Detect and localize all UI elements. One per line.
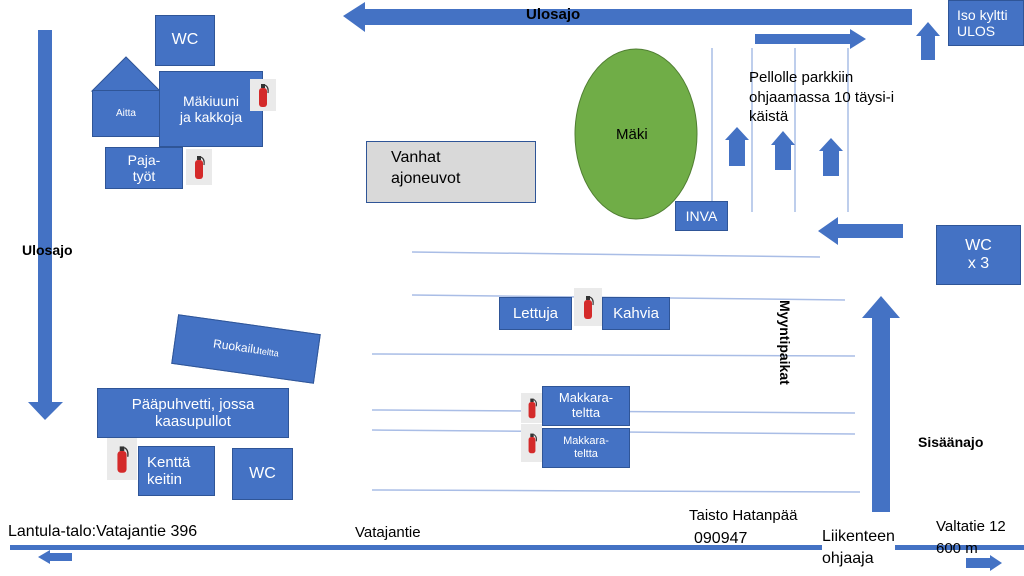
- fire-extinguisher-icon: [521, 424, 542, 462]
- pajatyot-box: Paja- työt: [105, 147, 183, 189]
- sisaanajo-arrow-icon: [862, 296, 900, 512]
- ulosajo-top-label: Ulosajo: [526, 6, 581, 23]
- myyntipaikat-label: Myyntipaikat: [776, 299, 793, 385]
- aitta-roof-shape: [90, 56, 162, 92]
- fire-extinguisher-icon: [521, 393, 542, 423]
- kahvia-box: Kahvia: [602, 297, 670, 330]
- parking-lines: [711, 48, 849, 212]
- teltta-label: teltta: [258, 345, 280, 359]
- up-arrow-icon: [916, 22, 940, 60]
- hill-shape: [574, 48, 698, 220]
- ulosajo-left-arrow-icon: [28, 30, 63, 420]
- left-arrow-icon: [818, 217, 903, 245]
- kentta-keitin-box: Kenttä keitin: [138, 446, 215, 496]
- ulosajo-top-arrow-icon: [343, 2, 912, 32]
- parking-up-arrow-icon: [771, 131, 795, 170]
- vatajantie-label: Vatajantie: [355, 524, 421, 541]
- iso-kyltti-sign: Iso kyltti ULOS: [948, 0, 1024, 46]
- liikenteen-ohjaaja-label: Liikenteen ohjaaja: [822, 526, 895, 570]
- fire-extinguisher-icon: [186, 149, 212, 185]
- aitta-building: Aitta: [92, 90, 160, 137]
- makiuuni-box: Mäkiuuni ja kakkoja: [159, 71, 263, 147]
- makkarateltta-box-1: Makkara- teltta: [542, 386, 630, 426]
- lantula-talo-label: Lantula-talo:Vatajantie 396: [8, 523, 198, 540]
- wc-top: WC: [155, 15, 215, 66]
- taisto-phone-label: 090947: [694, 530, 748, 547]
- ruokailu-label: Ruokailu: [212, 336, 261, 357]
- lettuja-box: Lettuja: [499, 297, 572, 330]
- fire-extinguisher-icon: [574, 288, 602, 326]
- parking-up-arrow-icon: [725, 127, 749, 166]
- sisaanajo-label: Sisäänajo: [918, 434, 984, 450]
- road-line: [10, 545, 1024, 550]
- fire-extinguisher-icon: [107, 438, 137, 480]
- makkarateltta-box-2: Makkara- teltta: [542, 428, 630, 468]
- bottom-right-arrow-icon: [966, 555, 1002, 571]
- paapuhvetti-box: Pääpuhvetti, jossa kaasupullot: [97, 388, 289, 438]
- bottom-left-arrow-icon: [38, 550, 72, 564]
- wc-bottom: WC: [232, 448, 293, 500]
- taisto-name-label: Taisto Hatanpää: [689, 507, 798, 524]
- parking-up-arrow-icon: [819, 138, 843, 176]
- valtatie-label: Valtatie 12 600 m: [936, 518, 1006, 557]
- right-arrow-icon: [755, 29, 866, 49]
- fire-extinguisher-icon: [250, 79, 276, 111]
- ulosajo-left-label: Ulosajo: [22, 242, 73, 258]
- inva-box: INVA: [675, 201, 728, 231]
- vanhat-ajoneuvot-box: Vanhat ajoneuvot: [366, 141, 536, 203]
- wc-x3-box: WC x 3: [936, 225, 1021, 285]
- pellolle-parkkiin-label: Pellolle parkkiin ohjaamassa 10 täysi-i …: [749, 69, 895, 125]
- maki-label: Mäki: [616, 126, 648, 143]
